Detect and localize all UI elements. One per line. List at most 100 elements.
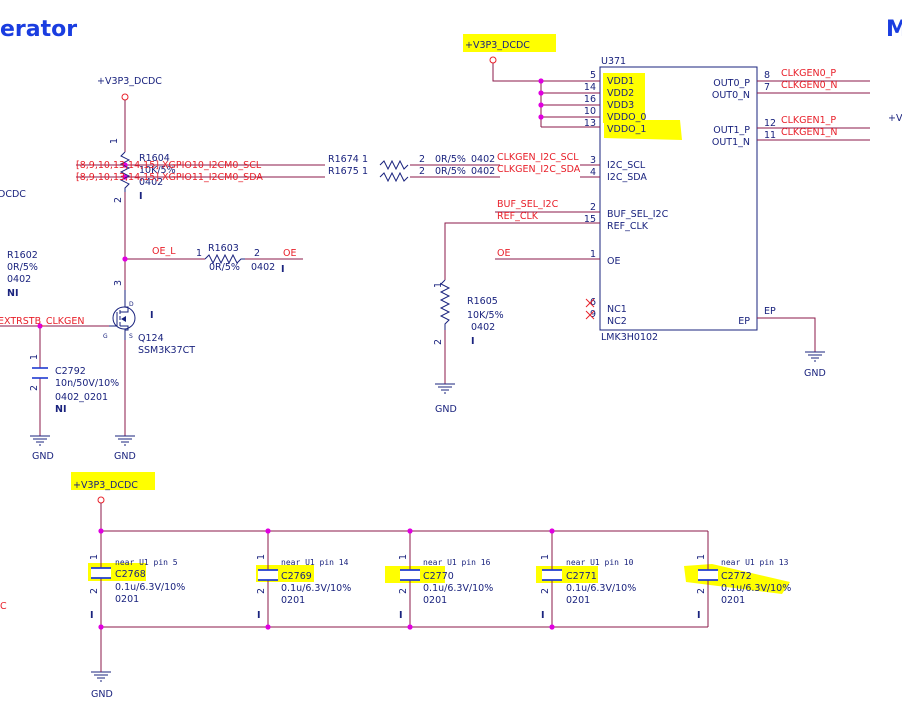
junction [538, 114, 544, 120]
c2792-pkg: 0402_0201 [55, 392, 108, 403]
c2768-pkg: 0201 [115, 594, 139, 605]
c2772-mark: I [697, 610, 701, 621]
ic-body[interactable] [599, 66, 758, 331]
ic-pin-num-6: 6 [590, 297, 596, 308]
r1603-value: 0R/5% [209, 262, 240, 273]
resistor-r1602[interactable]: R1602 0R/5% 0402 NI [7, 250, 38, 299]
ic-pin-num-8: 8 [764, 70, 770, 81]
power-symbol-main[interactable]: +V3P3_DCDC [465, 40, 530, 64]
resistor-r1603[interactable]: R1603 1 2 0R/5% 0402 I [196, 243, 285, 275]
c2768-pin1: 1 [89, 554, 100, 560]
c2769-pin1: 1 [256, 554, 267, 560]
c2772-value: 0.1u/6.3V/10% [721, 583, 791, 594]
ic-u371[interactable]: U371 LMK3H0102 VDD1 VDD2 VDD3 VDDO_0 VDD… [584, 56, 776, 343]
ic-pin-name-ep: EP [738, 316, 750, 327]
junctions-bank [98, 528, 555, 630]
net-xgpio-scl: [8,9,10,13,14,15] XGPIO10_I2CM0_SCL [76, 160, 262, 171]
gnd-bank [91, 671, 111, 682]
r1674-ref: R1674 [328, 154, 359, 165]
net-clkgen1-n: CLKGEN1_N [781, 127, 838, 138]
power-label-main: +V3P3_DCDC [465, 40, 530, 51]
net-extrstb: EXTRSTB_CLKGEN [0, 316, 84, 327]
net-oe-ic: OE [497, 248, 510, 259]
ic-pin-name-vdd3: VDD3 [607, 100, 634, 111]
power-symbol-r1604[interactable]: +V3P3_DCDC [97, 76, 162, 101]
junction [538, 78, 544, 84]
ic-pin-name-vdd1: VDD1 [607, 76, 634, 87]
ic-pin-num-10: 10 [584, 106, 596, 117]
c2768-value: 0.1u/6.3V/10% [115, 582, 185, 593]
capacitor-c2772[interactable]: near U1 pin 13 C2772 0.1u/6.3V/10% 0201 … [696, 554, 791, 621]
c2769-mark: I [257, 610, 261, 621]
c2792-value: 10n/50V/10% [55, 378, 119, 389]
junction [549, 528, 555, 534]
r1605-mark: I [471, 336, 475, 347]
resistor-zigzag [204, 253, 245, 265]
junctions-ic [538, 78, 544, 120]
junction [122, 256, 128, 262]
r1605-pkg: 0402 [471, 322, 495, 333]
c2771-ref: C2771 [566, 571, 597, 582]
wire-vdd-main [492, 63, 600, 82]
power-port-circle [489, 56, 497, 64]
r1604-pkg: 0402 [139, 177, 163, 188]
ic-pin-num-11: 11 [764, 130, 776, 141]
highlight-group [71, 34, 790, 594]
capacitor-c2769[interactable]: near U1 pin 14 C2769 0.1u/6.3V/10% 0201 … [256, 554, 351, 621]
capacitor-c2771[interactable]: near U1 pin 10 C2771 0.1u/6.3V/10% 0201 … [540, 554, 636, 621]
gnd-label-bank: GND [91, 689, 113, 700]
ic-pin-name-nc1: NC1 [607, 304, 627, 315]
ic-pin-name-out0p: OUT0_P [713, 78, 750, 89]
resistor-r1674[interactable]: R1674 1 2 0R/5% 0402 [328, 154, 495, 171]
c2792-mark: NI [55, 404, 67, 415]
nc-markers [585, 298, 595, 320]
resistor-zigzag [439, 279, 451, 330]
title-left: erator [0, 17, 77, 42]
resistor-r1604[interactable]: R1604 10K/5% 0402 I 1 2 [109, 138, 176, 203]
r1674-pkg: 0402 [471, 154, 495, 165]
ic-ref: U371 [601, 56, 626, 67]
c2772-pin2: 2 [696, 588, 707, 594]
ic-pin-name-scl: I2C_SCL [607, 160, 646, 171]
r1604-pin2: 2 [113, 197, 124, 203]
resistor-r1605[interactable]: R1605 10K/5% 0402 I 1 2 [433, 279, 504, 347]
c2771-pin1: 1 [540, 554, 551, 560]
nc-x2b [585, 310, 595, 320]
power-label-left-cut: DCDC [0, 189, 26, 200]
power-symbol-bank[interactable]: +V3P3_DCDC [73, 480, 138, 504]
capacitor-c2792[interactable]: C2792 10n/50V/10% 0402_0201 NI 1 2 [29, 354, 119, 415]
ic-pin-num-3: 3 [590, 155, 596, 166]
ic-pin-num-16: 16 [584, 94, 596, 105]
r1602-value: 0R/5% [7, 262, 38, 273]
ic-pin-name-out1n: OUT1_N [712, 137, 750, 148]
ic-pin-name-vddo0: VDDO_0 [607, 112, 646, 123]
cap-gap [91, 568, 111, 578]
ic-pin-name-out0n: OUT0_N [712, 90, 750, 101]
wires-left [0, 100, 500, 436]
gnd-label-ep: GND [804, 368, 826, 379]
resistor-r1675[interactable]: R1675 1 2 0R/5% 0402 [328, 166, 495, 183]
r1603-pin2: 2 [254, 248, 260, 259]
capacitor-c2768[interactable]: near U1 pin 5 C2768 0.1u/6.3V/10% 0201 1… [89, 554, 185, 621]
mosfet-arrow [121, 316, 126, 322]
q124-pin-g: G [103, 333, 108, 340]
r1605-pin2: 2 [433, 339, 444, 345]
ic-part: LMK3H0102 [601, 332, 658, 343]
net-clkgen-scl: CLKGEN_I2C_SCL [497, 152, 579, 163]
ic-pin-num-2: 2 [590, 202, 596, 213]
mosfet-q124[interactable]: D G S 3 Q124 SSM3K37CT I [103, 280, 195, 356]
c2772-ref: C2772 [721, 571, 752, 582]
junction [407, 624, 413, 630]
net-ref-clk: REF_CLK [497, 211, 539, 222]
highlight-main-power [463, 34, 556, 52]
c2770-value: 0.1u/6.3V/10% [423, 583, 493, 594]
mosfet-body [112, 306, 136, 330]
r1674-value: 0R/5% [435, 154, 466, 165]
net-label-left-cut: C [0, 601, 7, 612]
capacitor-c2770[interactable]: near U1 pin 16 C2770 0.1u/6.3V/10% 0201 … [398, 554, 493, 621]
r1605-pin1: 1 [433, 282, 444, 288]
net-xgpio-sda: [8,9,10,13,14,15] XGPIO11_I2CM0_SDA [76, 172, 263, 183]
r1674-pin2: 2 [419, 154, 425, 165]
net-clkgen-sda: CLKGEN_I2C_SDA [497, 164, 581, 175]
net-clkgen1-p: CLKGEN1_P [781, 115, 836, 126]
